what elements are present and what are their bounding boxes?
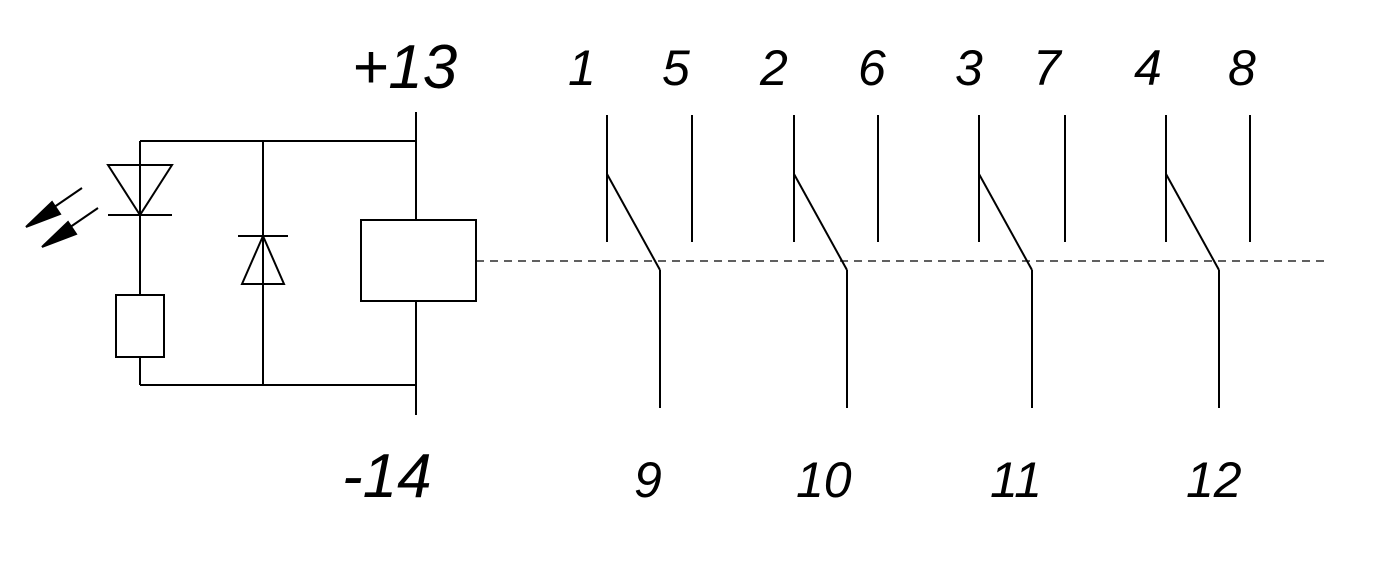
contact-2-common-label: 2: [759, 40, 788, 96]
led-indicator-icon: [25, 164, 174, 248]
relay-coil-icon: [360, 219, 477, 302]
contact-3-nc-label: 11: [990, 452, 1042, 508]
contact-2-no-label: 6: [858, 40, 886, 96]
freewheel-diode-icon: [238, 233, 288, 285]
contact-1-nc-label: 9: [634, 452, 662, 508]
contact-4-common-label: 4: [1134, 40, 1162, 96]
contact-set-2: [793, 115, 879, 408]
minus-terminal-label: -14: [342, 442, 432, 511]
contact-set-4: [1165, 115, 1251, 408]
contact-set-1: [606, 115, 693, 408]
contact-2-nc-label: 10: [796, 452, 852, 508]
contact-1-no-label: 5: [662, 40, 690, 96]
contact-3-common-label: 3: [955, 40, 983, 96]
resistor-icon: [115, 294, 165, 358]
plus-terminal-label: +13: [352, 33, 457, 102]
contact-1-common-label: 1: [568, 40, 596, 96]
indicator-circuit: [25, 112, 477, 415]
contact-set-3: [978, 115, 1066, 408]
contact-3-no-label: 7: [1033, 40, 1063, 96]
contact-4-no-label: 8: [1228, 40, 1256, 96]
contact-4-nc-label: 12: [1186, 452, 1242, 508]
